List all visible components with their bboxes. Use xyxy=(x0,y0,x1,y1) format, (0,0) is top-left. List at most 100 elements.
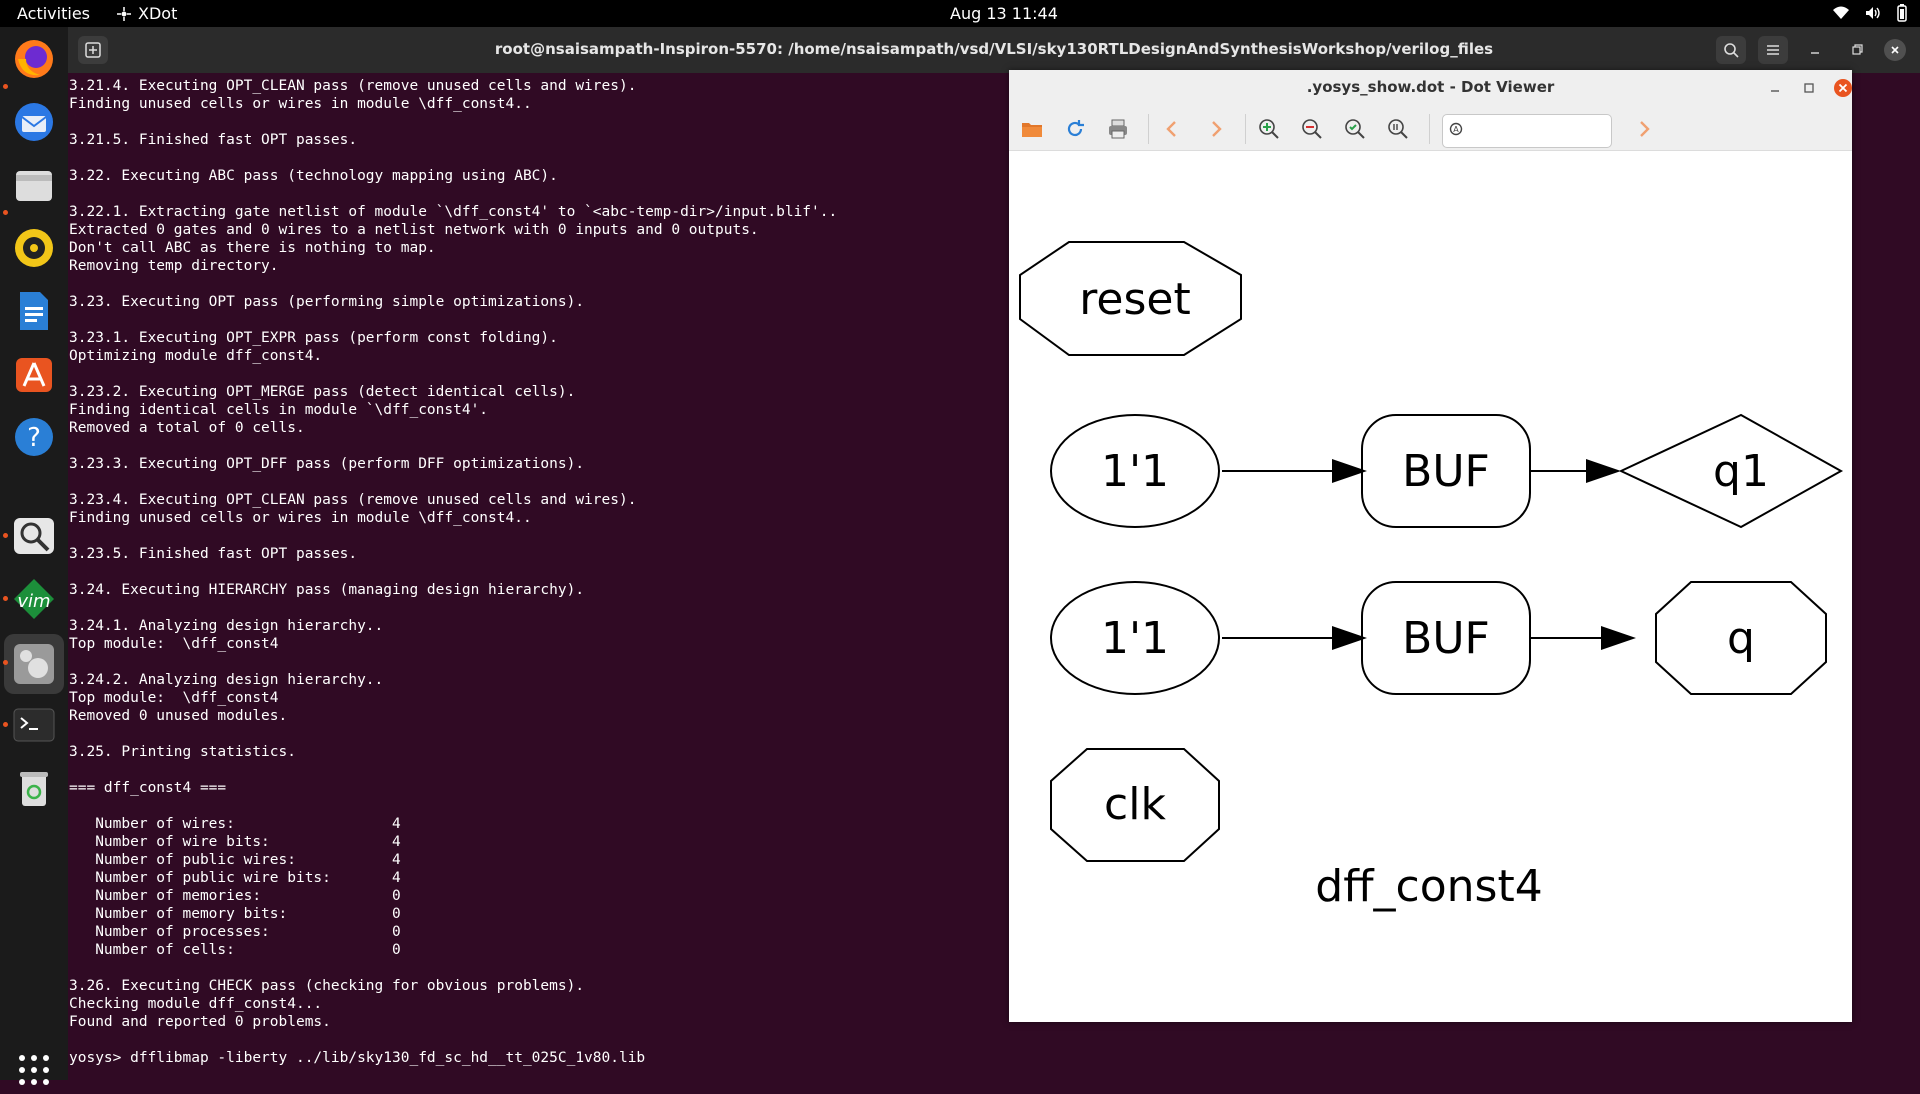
node-buf-1[interactable]: BUF xyxy=(1361,414,1531,528)
dock-trash[interactable] xyxy=(10,764,58,812)
svg-text:A: A xyxy=(1453,125,1459,134)
system-tray[interactable] xyxy=(1832,4,1908,22)
graph-svg[interactable]: reset 1'1 BUF q1 1'1 xyxy=(1009,151,1852,1022)
wifi-icon xyxy=(1833,6,1849,19)
vim-icon: vim xyxy=(14,579,54,619)
node-reset-shape xyxy=(1019,241,1242,356)
activities-button[interactable]: Activities xyxy=(17,4,90,23)
toolbar-separator xyxy=(1245,114,1246,144)
trash-icon xyxy=(20,772,48,806)
find-next-button[interactable] xyxy=(1631,116,1657,142)
zoom-out-button[interactable] xyxy=(1299,116,1325,142)
terminal-output[interactable]: 3.21.4. Executing OPT_CLEAN pass (remove… xyxy=(69,78,838,1066)
node-reset-label: reset xyxy=(1079,274,1190,325)
terminal-maximize-button[interactable] xyxy=(1842,36,1872,64)
chevron-right-icon xyxy=(1212,121,1222,137)
zoom-100-button[interactable] xyxy=(1385,116,1411,142)
dot-viewer-minimize-button[interactable] xyxy=(1765,78,1785,98)
dot-viewer-window[interactable]: .yosys_show.dot - Dot Viewer xyxy=(1009,70,1852,1022)
terminal-minimize-button[interactable] xyxy=(1800,36,1830,64)
printer-icon xyxy=(1109,119,1127,139)
dock-running-dot xyxy=(3,722,8,727)
node-buf-2[interactable]: BUF xyxy=(1361,581,1531,695)
close-icon xyxy=(1891,46,1899,54)
terminal-menu-button[interactable] xyxy=(1758,36,1788,64)
help-icon: ? xyxy=(15,418,53,456)
files-icon xyxy=(16,171,52,201)
minimize-icon xyxy=(1771,90,1779,92)
dock-files[interactable] xyxy=(10,161,58,209)
battery-icon xyxy=(1897,4,1907,22)
magnifier-icon xyxy=(14,518,54,554)
open-button[interactable] xyxy=(1019,116,1045,142)
node-reset[interactable]: reset xyxy=(1019,241,1242,356)
new-tab-button[interactable] xyxy=(78,36,108,64)
reload-button[interactable] xyxy=(1062,116,1088,142)
dot-viewer-title: .yosys_show.dot - Dot Viewer xyxy=(1306,78,1555,96)
node-clk-shape xyxy=(1050,748,1220,862)
dot-viewer-titlebar: .yosys_show.dot - Dot Viewer xyxy=(1009,70,1852,106)
forward-button[interactable] xyxy=(1203,116,1229,142)
node-q[interactable]: q xyxy=(1655,581,1827,695)
back-button[interactable] xyxy=(1159,116,1185,142)
edge-arrowhead xyxy=(1601,626,1636,650)
clock[interactable]: Aug 13 11:44 xyxy=(950,4,1058,23)
terminal-close-button[interactable] xyxy=(1884,39,1906,61)
node-const-1-shape xyxy=(1050,414,1220,528)
dock-software[interactable] xyxy=(10,350,58,398)
zoom-in-button[interactable] xyxy=(1256,116,1282,142)
node-q-label: q xyxy=(1727,613,1755,664)
node-q1[interactable]: q1 xyxy=(1618,413,1844,529)
dot-viewer-maximize-button[interactable] xyxy=(1799,78,1819,98)
node-const-2[interactable]: 1'1 xyxy=(1050,581,1220,695)
dot-viewer-close-button[interactable] xyxy=(1833,78,1853,98)
dock-help[interactable]: ? xyxy=(10,413,58,461)
print-button[interactable] xyxy=(1105,116,1131,142)
dock-show-apps[interactable] xyxy=(10,1046,58,1094)
edge-arrowhead xyxy=(1332,459,1367,483)
graph-label: dff_const4 xyxy=(1315,861,1542,912)
dock-settings[interactable] xyxy=(10,640,58,688)
software-icon xyxy=(16,358,52,392)
edge-arrowhead xyxy=(1332,626,1367,650)
volume-icon xyxy=(1866,7,1880,19)
dock-vim[interactable]: vim xyxy=(10,575,58,623)
edge-arrowhead xyxy=(1586,459,1621,483)
xdot-app-icon xyxy=(117,6,131,21)
maximize-icon xyxy=(1804,83,1814,93)
node-const-1[interactable]: 1'1 xyxy=(1050,414,1220,528)
dot-viewer-toolbar: A xyxy=(1009,106,1852,151)
find-field[interactable]: A xyxy=(1442,114,1612,148)
node-buf-2-label: BUF xyxy=(1402,613,1490,664)
app-menu[interactable]: XDot xyxy=(116,4,177,23)
thunderbird-icon xyxy=(15,103,53,141)
node-q-shape xyxy=(1655,581,1827,695)
zoom-original-icon xyxy=(1388,119,1408,139)
reload-icon xyxy=(1067,120,1084,137)
settings-icon xyxy=(14,644,54,684)
zoom-in-icon xyxy=(1259,119,1279,139)
dock-running-dot xyxy=(3,533,8,538)
firefox-icon xyxy=(15,40,53,78)
node-q1-shape xyxy=(1618,413,1844,529)
dock-thunderbird[interactable] xyxy=(10,98,58,146)
terminal-search-button[interactable] xyxy=(1716,36,1746,64)
dock-running-dot xyxy=(3,660,8,665)
terminal-icon xyxy=(13,708,55,742)
zoom-fit-icon xyxy=(1345,119,1365,139)
dock-writer[interactable] xyxy=(10,287,58,335)
dock-running-dot xyxy=(3,596,8,601)
node-const-2-shape xyxy=(1050,581,1220,695)
dock-magnifier[interactable] xyxy=(10,512,58,560)
dock-running-dot xyxy=(3,84,8,89)
dock-rhythmbox[interactable] xyxy=(10,224,58,272)
app-grid-icon xyxy=(19,1055,49,1085)
new-tab-icon xyxy=(85,42,101,58)
hamburger-menu-icon xyxy=(1767,45,1779,55)
zoom-fit-button[interactable] xyxy=(1342,116,1368,142)
node-clk[interactable]: clk xyxy=(1050,748,1220,862)
dock-firefox[interactable] xyxy=(10,35,58,83)
dock-terminal[interactable] xyxy=(10,701,58,749)
search-icon xyxy=(1724,43,1739,58)
graph-canvas[interactable]: reset 1'1 BUF q1 1'1 xyxy=(1009,151,1852,1022)
